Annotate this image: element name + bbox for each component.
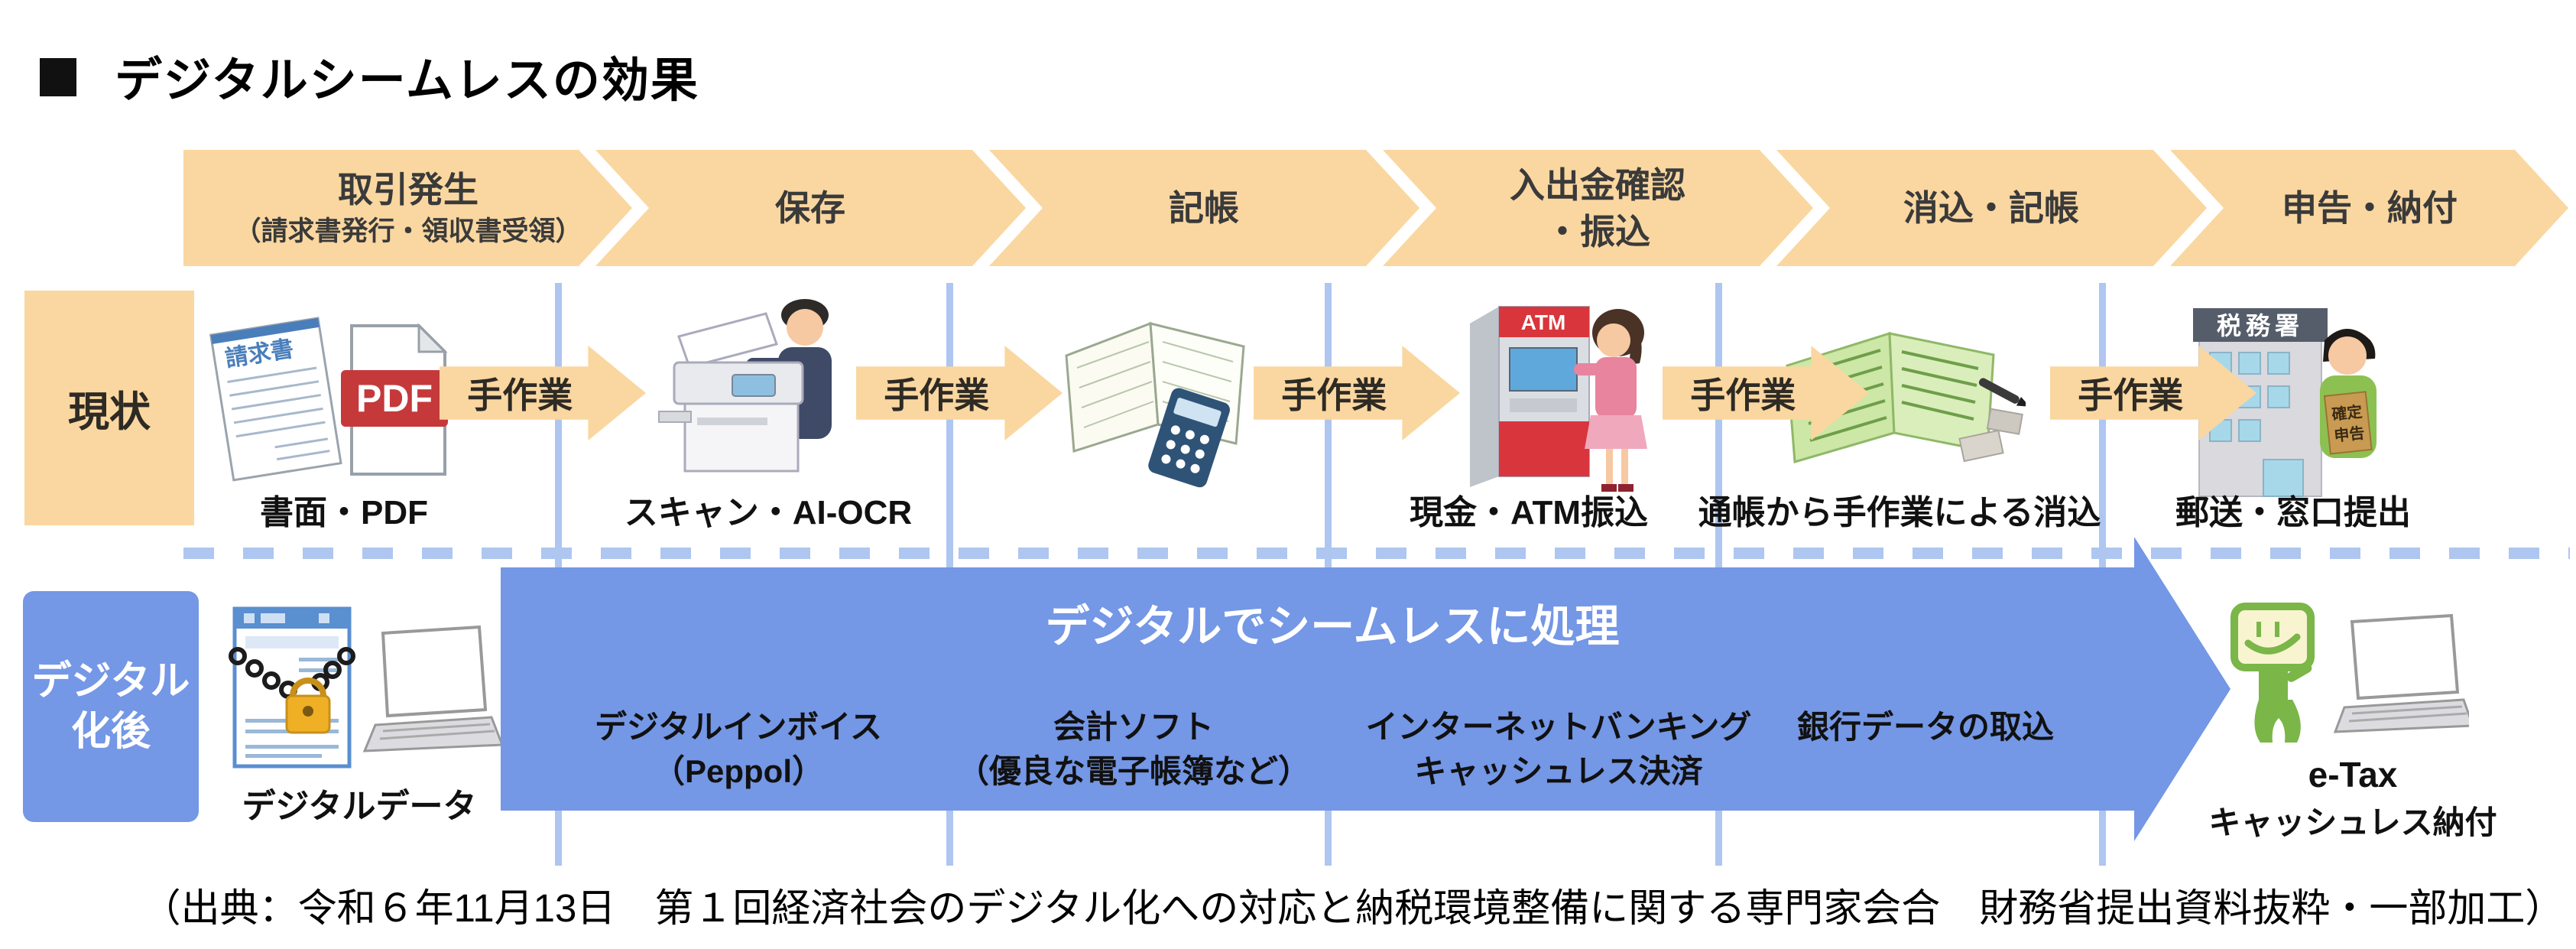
caption-cashless-payment: キャッシュレス納付 xyxy=(2208,804,2497,840)
calculator-icon xyxy=(1148,388,1230,488)
svg-text:申告: 申告 xyxy=(2333,424,2365,445)
invoice-paper-icon: 請求書 xyxy=(209,317,342,482)
manual-work-arrow: 手作業 xyxy=(1254,346,1460,440)
row-divider-dashed-line xyxy=(183,548,2570,559)
caption-paper-pdf: 書面・PDF xyxy=(260,494,428,531)
stage-file-pay: 申告・納付 xyxy=(2282,188,2458,228)
pdf-file-icon: PDF xyxy=(341,323,448,476)
caption-mail-window: 郵送・窓口提出 xyxy=(2175,494,2411,531)
stage-payment-confirm: 入出金確認 ・振込 xyxy=(1510,165,1685,252)
process-chevron-bar xyxy=(183,150,2568,266)
digital-item-invoice: デジタルインボイス （Peppol） xyxy=(595,709,882,789)
stage-transaction: 取引発生 （請求書発行・領収書受領） xyxy=(234,170,582,246)
svg-text:確定: 確定 xyxy=(2331,402,2363,424)
laptop-icon xyxy=(2333,613,2469,733)
pen-icon xyxy=(1978,378,2026,407)
atm-person-icon: ATM xyxy=(1470,306,1647,492)
svg-text:税務署: 税務署 xyxy=(2217,312,2304,340)
digital-item-banking: インターネットバンキング キャッシュレス決済 xyxy=(1365,709,1752,789)
laptop-icon xyxy=(362,625,501,752)
caption-cash-atm: 現金・ATM振込 xyxy=(1409,494,1649,531)
svg-text:ATM: ATM xyxy=(1521,310,1566,334)
manual-work-arrow: 手作業 xyxy=(440,346,646,440)
etax-mascot-icon xyxy=(2230,603,2469,743)
ledger-calculator-icon xyxy=(1065,321,1245,488)
digital-seamless-arrow xyxy=(501,537,2230,841)
svg-text:PDF: PDF xyxy=(356,377,433,420)
stage-bookkeeping: 記帳 xyxy=(1169,188,1239,228)
stage-reconcile: 消込・記帳 xyxy=(1903,188,2079,228)
manual-work-arrow: 手作業 xyxy=(856,346,1063,440)
scanner-person-icon xyxy=(658,299,832,473)
stage-save: 保存 xyxy=(775,188,845,228)
manual-work-arrow: 手作業 xyxy=(2050,346,2256,440)
caption-passbook: 通帳から手作業による消込 xyxy=(1698,494,2101,531)
digital-arrow-title: デジタルでシームレスに処理 xyxy=(1045,602,1620,652)
padlock-icon xyxy=(285,678,331,734)
current-row-label: 現状 xyxy=(24,291,194,525)
manual-work-arrow: 手作業 xyxy=(1663,346,1869,440)
digital-item-accounting: 会計ソフト （優良な電子帳簿など） xyxy=(956,709,1310,789)
tax-return-envelope-icon: 確定 申告 xyxy=(2323,391,2373,455)
digital-item-bankdata: 銀行データの取込 xyxy=(1796,709,2054,745)
caption-digital-data: デジタルデータ xyxy=(242,788,477,825)
digital-data-icon xyxy=(229,606,501,769)
caption-scan-ocr: スキャン・AI-OCR xyxy=(624,494,913,531)
title-bullet-square xyxy=(40,58,76,96)
caption-etax: e-Tax xyxy=(2308,755,2398,795)
paper-pdf-icon: 請求書 PDF xyxy=(209,317,448,482)
page-title: デジタルシームレスの効果 xyxy=(115,54,699,107)
digital-row-label: デジタル 化後 xyxy=(23,591,199,822)
source-citation: （出典：令和６年11月13日 第１回経済社会のデジタル化への対応と納税環境整備に… xyxy=(141,886,2565,930)
